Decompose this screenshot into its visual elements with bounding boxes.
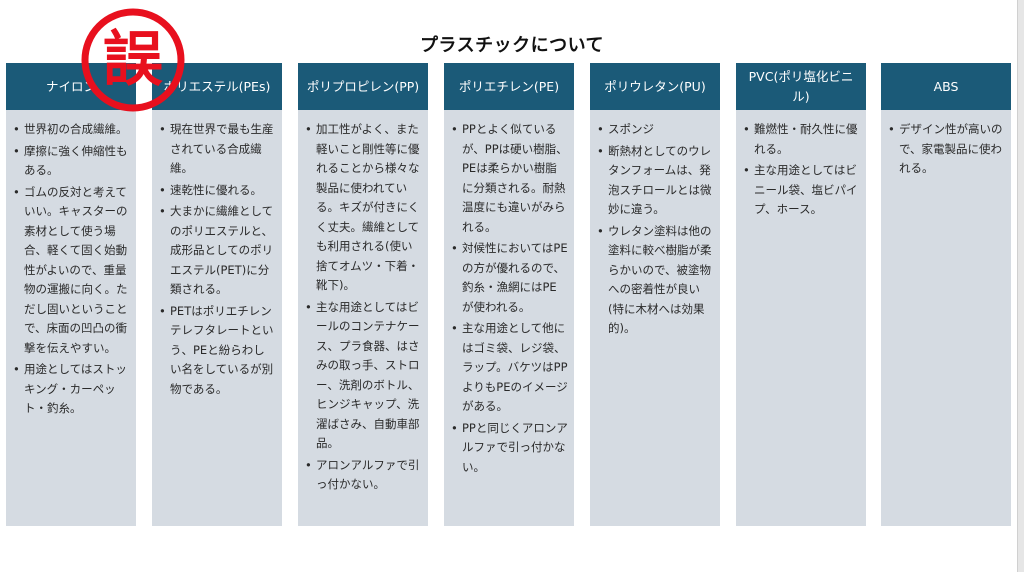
column-abs: ABS デザイン性が高いので、家電製品に使われる。 <box>881 63 1011 526</box>
list-item: 難燃性・耐久性に優れる。 <box>742 120 860 159</box>
list-item: 主な用途としてはビールのコンテナケース、プラ食器、はさみの取っ手、ストロー、洗剤… <box>304 298 422 454</box>
column-pvc: PVC(ポリ塩化ビニル) 難燃性・耐久性に優れる。 主な用途としてはビニール袋、… <box>736 63 866 526</box>
column-body: 世界初の合成繊維。 摩擦に強く伸縮性もある。 ゴムの反対と考えていい。キャスター… <box>6 110 136 419</box>
list-item: PPと同じくアロンアルファで引っ付かない。 <box>450 419 568 478</box>
list-item: PPとよく似ているが、PPは硬い樹脂、PEは柔らかい樹脂に分類される。耐熱温度に… <box>450 120 568 237</box>
column-body: 難燃性・耐久性に優れる。 主な用途としてはビニール袋、塩ビパイプ、ホース。 <box>736 110 866 220</box>
list-item: ゴムの反対と考えていい。キャスターの素材として使う場合、軽くて固く始動性がよいの… <box>12 183 130 359</box>
list-item: デザイン性が高いので、家電製品に使われる。 <box>887 120 1005 179</box>
list-item: ウレタン塗料は他の塗料に較べ樹脂が柔らかいので、被塗物への密着性が良い(特に木材… <box>596 222 714 339</box>
column-body: 加工性がよく、また軽いこと剛性等に優れることから様々な製品に使われている。キズが… <box>298 110 428 495</box>
column-header: ナイロン <box>6 63 136 110</box>
column-polypropylene: ポリプロピレン(PP) 加工性がよく、また軽いこと剛性等に優れることから様々な製… <box>298 63 428 526</box>
column-body: PPとよく似ているが、PPは硬い樹脂、PEは柔らかい樹脂に分類される。耐熱温度に… <box>444 110 574 477</box>
column-header: ABS <box>881 63 1011 110</box>
slide-title: プラスチックについて <box>419 35 605 56</box>
column-header: ポリウレタン(PU) <box>590 63 720 110</box>
list-item: 摩擦に強く伸縮性もある。 <box>12 142 130 181</box>
list-item: 現在世界で最も生産されている合成繊維。 <box>158 120 276 179</box>
column-header: ポリプロピレン(PP) <box>298 63 428 110</box>
list-item: アロンアルファで引っ付かない。 <box>304 456 422 495</box>
column-polyurethane: ポリウレタン(PU) スポンジ 断熱材としてのウレタンフォームは、発泡スチロール… <box>590 63 720 526</box>
column-body: 現在世界で最も生産されている合成繊維。 速乾性に優れる。 大まかに繊維としてのポ… <box>152 110 282 399</box>
list-item: 大まかに繊維としてのポリエステルと、成形品としてのポリエステル(PET)に分類さ… <box>158 202 276 300</box>
column-body: スポンジ 断熱材としてのウレタンフォームは、発泡スチロールとは微妙に違う。 ウレ… <box>590 110 720 339</box>
column-polyethylene: ポリエチレン(PE) PPとよく似ているが、PPは硬い樹脂、PEは柔らかい樹脂に… <box>444 63 574 526</box>
list-item: 用途としてはストッキング・カーペット・釣糸。 <box>12 360 130 419</box>
list-item: 断熱材としてのウレタンフォームは、発泡スチロールとは微妙に違う。 <box>596 142 714 220</box>
list-item: PETはポリエチレンテレフタレートという、PEと紛らわしい名をしているが別物であ… <box>158 302 276 400</box>
column-body: デザイン性が高いので、家電製品に使われる。 <box>881 110 1011 179</box>
column-header: PVC(ポリ塩化ビニル) <box>736 63 866 110</box>
list-item: 対候性においてはPEの方が優れるので、釣糸・漁網にはPEが使われる。 <box>450 239 568 317</box>
list-item: 主な用途としてはビニール袋、塩ビパイプ、ホース。 <box>742 161 860 220</box>
column-nylon: ナイロン 世界初の合成繊維。 摩擦に強く伸縮性もある。 ゴムの反対と考えていい。… <box>6 63 136 526</box>
column-header: ポリエチレン(PE) <box>444 63 574 110</box>
list-item: スポンジ <box>596 120 714 140</box>
column-header: ポリエステル(PEs) <box>152 63 282 110</box>
slide-right-edge <box>1017 0 1024 572</box>
list-item: 速乾性に優れる。 <box>158 181 276 201</box>
list-item: 世界初の合成繊維。 <box>12 120 130 140</box>
column-polyester: ポリエステル(PEs) 現在世界で最も生産されている合成繊維。 速乾性に優れる。… <box>152 63 282 526</box>
list-item: 主な用途として他にはゴミ袋、レジ袋、ラップ。バケツはPPよりもPEのイメージがあ… <box>450 319 568 417</box>
list-item: 加工性がよく、また軽いこと剛性等に優れることから様々な製品に使われている。キズが… <box>304 120 422 296</box>
